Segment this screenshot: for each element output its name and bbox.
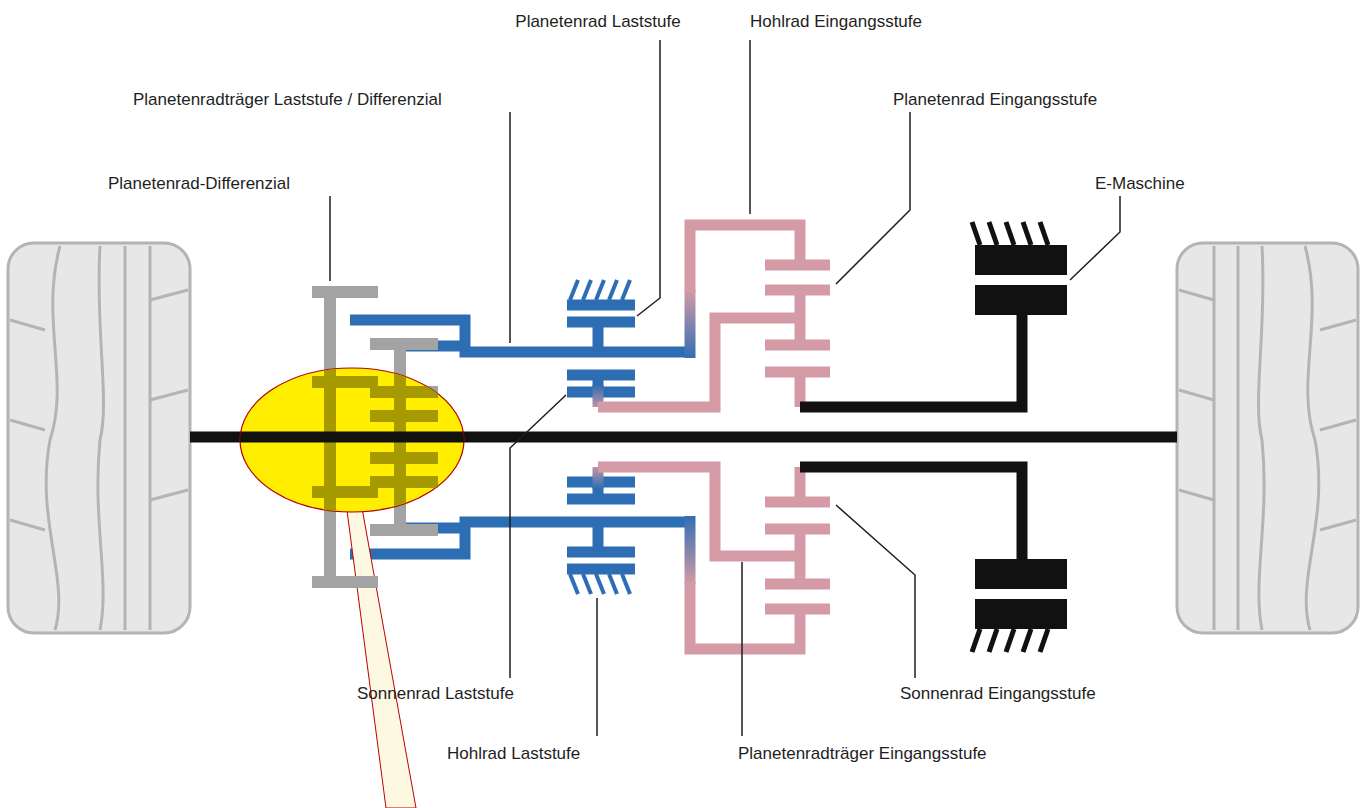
tire (1177, 243, 1358, 633)
part-label: Hohlrad Eingangsstufe (750, 12, 922, 32)
part-label: Planetenradträger Eingangsstufe (738, 744, 987, 764)
axle-shaft (190, 432, 1177, 443)
part-label: Sonnenrad Eingangsstufe (900, 684, 1096, 704)
part-label: Planetenradträger Laststufe / Differenzi… (133, 90, 442, 110)
part-label: Planetenrad Laststufe (515, 12, 680, 32)
part-label: Hohlrad Laststufe (447, 744, 580, 764)
tire (8, 243, 190, 633)
part-label: E-Maschine (1095, 174, 1185, 194)
part-label: Sonnenrad Laststufe (357, 684, 514, 704)
leader-line (330, 40, 1120, 736)
part-label: Planetenrad-Differenzial (108, 174, 290, 194)
part-label: Planetenrad Eingangsstufe (893, 90, 1097, 110)
differential-gears-highlighted (190, 286, 470, 588)
